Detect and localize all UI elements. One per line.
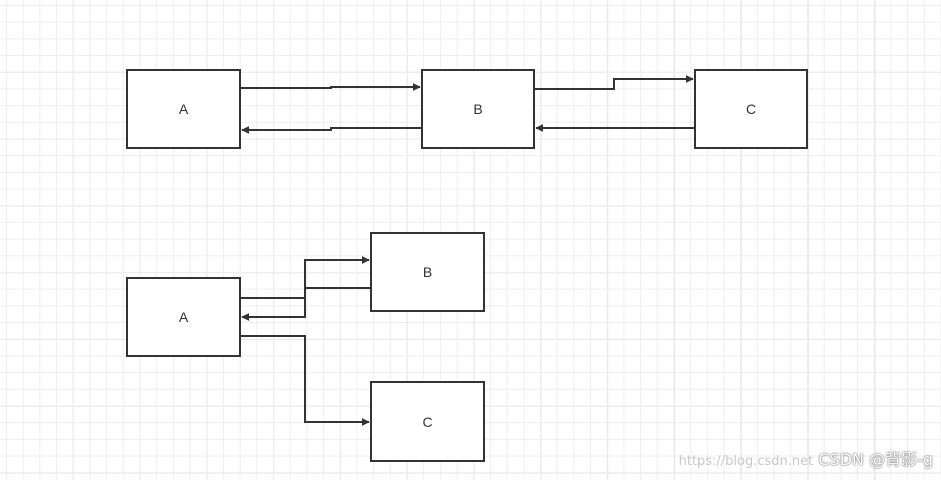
node-top-c[interactable]: C — [694, 69, 808, 149]
node-top-a-label: A — [179, 101, 189, 117]
node-bottom-a-label: A — [179, 309, 189, 325]
edge-bottom-a-to-c[interactable] — [240, 335, 370, 426]
node-top-c-label: C — [746, 101, 756, 117]
node-bottom-c-label: C — [422, 414, 432, 430]
edge-top-b-to-c[interactable] — [534, 75, 694, 90]
edge-top-b-to-a[interactable] — [241, 126, 422, 134]
edge-bottom-a-to-b[interactable] — [240, 256, 370, 299]
node-bottom-b[interactable]: B — [370, 232, 485, 312]
node-top-b[interactable]: B — [421, 69, 535, 149]
edge-top-a-to-b[interactable] — [240, 83, 421, 91]
edge-bottom-b-to-a[interactable] — [241, 287, 371, 321]
watermark-url: https://blog.csdn.net — [678, 454, 814, 469]
node-bottom-b-label: B — [423, 264, 432, 280]
node-top-a[interactable]: A — [126, 69, 241, 149]
node-top-b-label: B — [473, 101, 482, 117]
watermark-brand: CSDN @背影-g — [818, 450, 933, 469]
node-bottom-a[interactable]: A — [126, 277, 241, 357]
watermark: https://blog.csdn.net CSDN @背影-g — [679, 446, 933, 470]
node-bottom-c[interactable]: C — [370, 381, 485, 462]
